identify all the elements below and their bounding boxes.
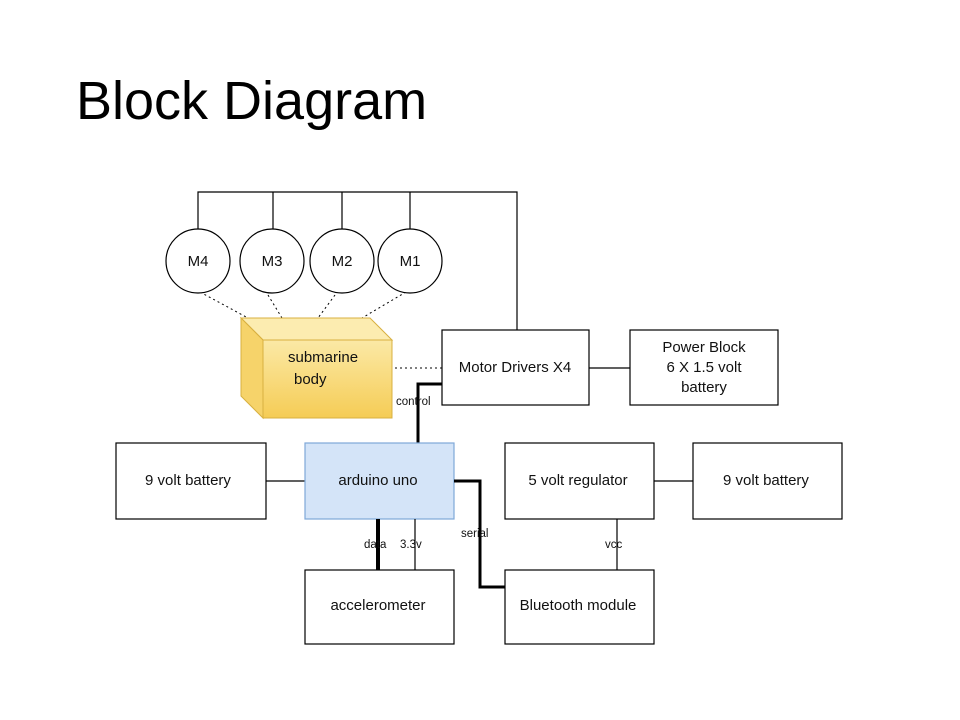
motor-m4: M4 [165,228,231,294]
submarine-body-label-1: submarine [288,349,358,366]
battery-right-block: 9 volt battery [692,442,843,520]
arduino-uno-label: arduino uno [338,472,417,489]
motor-m1-label: M1 [400,253,421,270]
battery-left-label: 9 volt battery [145,472,231,489]
submarine-body-block: submarine body [239,316,394,420]
control-edge-label: control [396,396,431,408]
motor-m1: M1 [377,228,443,294]
v33-edge-label: 3.3v [400,539,422,551]
serial-link [454,479,506,589]
motor-m3: M3 [239,228,305,294]
motor-m4-label: M4 [188,253,209,270]
bluetooth-label: Bluetooth module [520,597,637,614]
power-block: Power Block 6 X 1.5 volt battery [629,329,779,406]
vcc-edge-label: vcc [605,539,623,551]
serial-edge-label: serial [461,528,488,540]
regulator-label: 5 volt regulator [528,472,627,489]
motor-drivers-block: Motor Drivers X4 [441,329,590,406]
motor-m2-label: M2 [332,253,353,270]
accelerometer-label: accelerometer [330,597,425,614]
data-edge-label: data [364,539,387,551]
power-block-label-1: Power Block [662,339,746,356]
motor-body-links [199,291,442,369]
motor-drivers-label: Motor Drivers X4 [459,359,572,376]
arduino-uno-block: arduino uno [304,442,455,520]
motor-m3-label: M3 [262,253,283,270]
bluetooth-block: Bluetooth module [504,569,655,645]
accelerometer-block: accelerometer [304,569,455,645]
regulator-block: 5 volt regulator [504,442,655,520]
battery-right-label: 9 volt battery [723,472,809,489]
control-link [416,382,442,443]
submarine-body-label-2: body [294,371,327,388]
power-block-label-3: battery [681,379,727,396]
power-block-label-2: 6 X 1.5 volt [666,359,742,376]
slide-title: Block Diagram [76,71,428,131]
motor-m2: M2 [309,228,375,294]
motor-power-bus [197,191,518,330]
battery-left-block: 9 volt battery [115,442,267,520]
